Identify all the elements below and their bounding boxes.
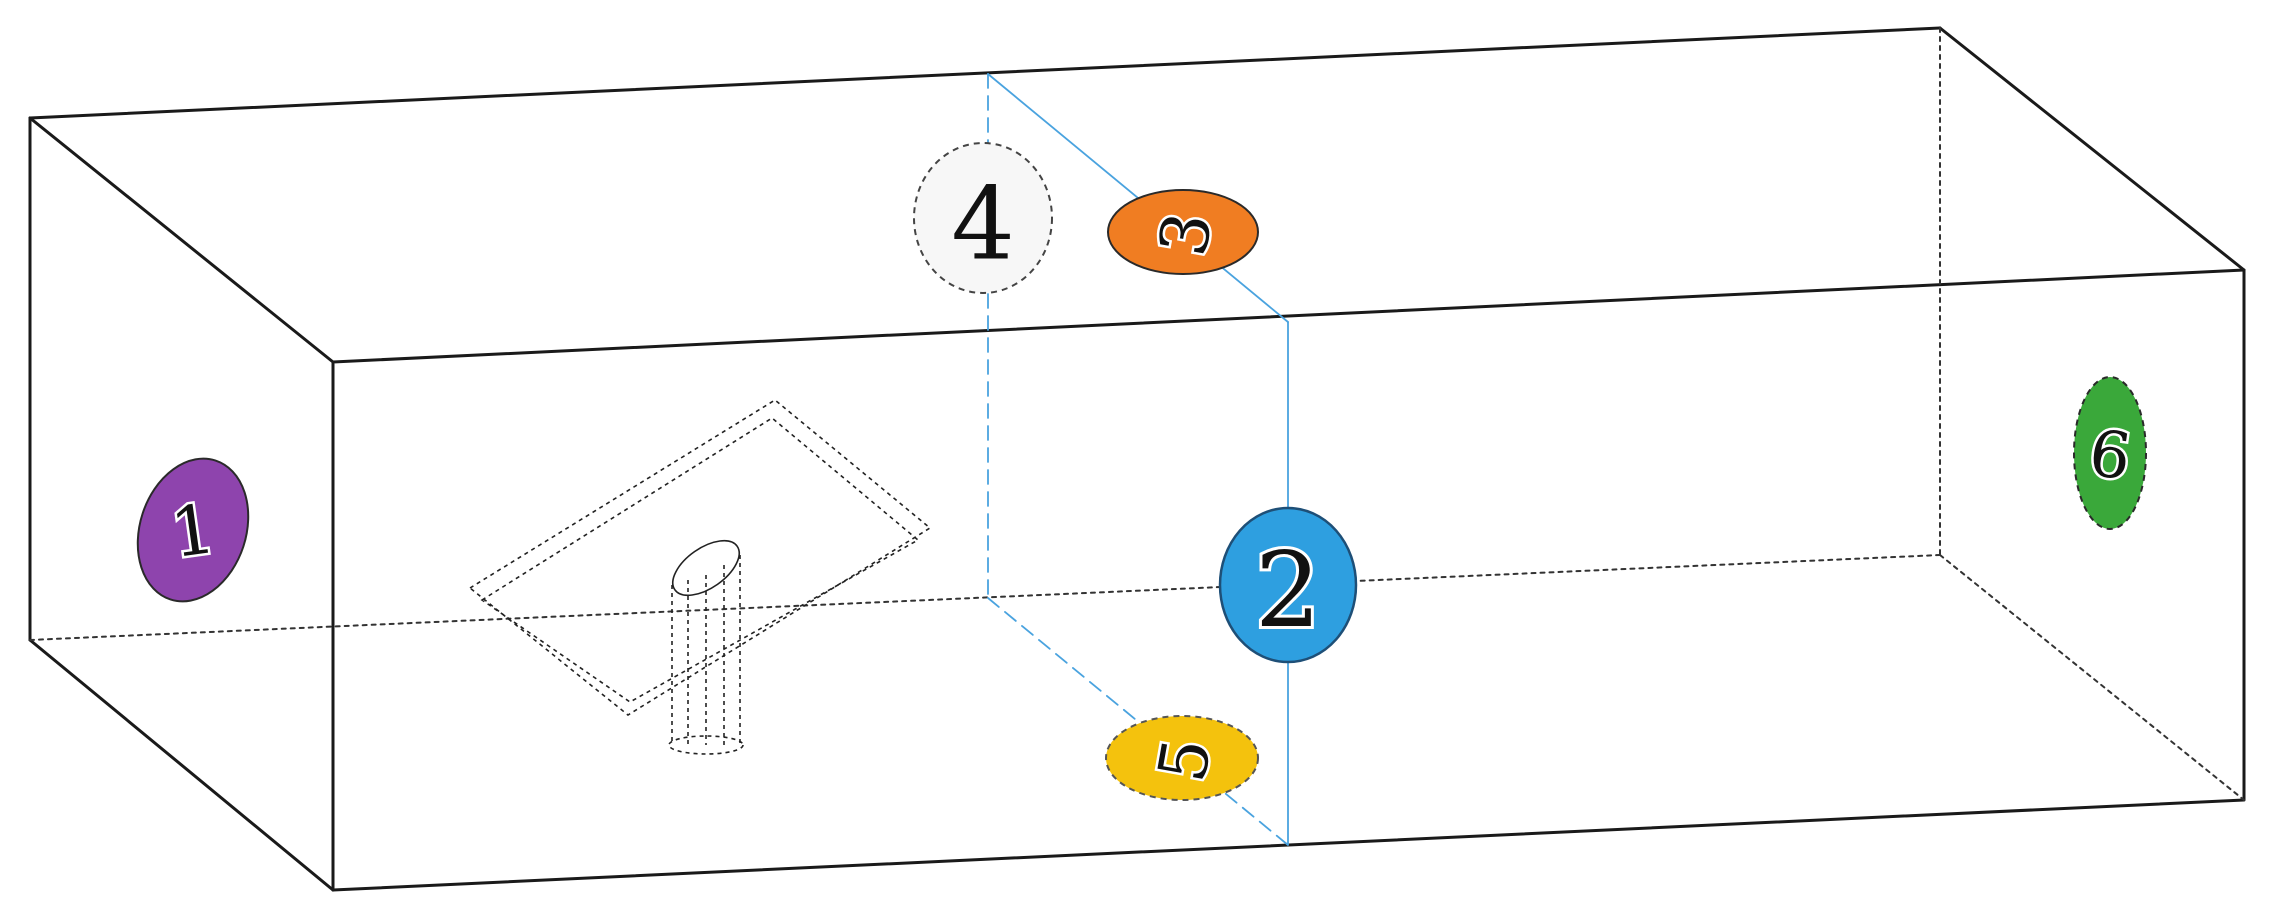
marker-2-label: 2 [1255, 529, 1321, 651]
marker-4-label: 4 [951, 166, 1015, 283]
marker-4: 4 [913, 142, 1053, 294]
top-back-edge [28, 26, 1942, 120]
post-bottom-ellipse [668, 735, 744, 755]
marker-5-disc [1105, 715, 1259, 801]
marker-1-disc [136, 457, 250, 603]
marker-3: 3 [1107, 189, 1259, 275]
top-left-edge [28, 116, 335, 364]
marker-5: 5 [1105, 715, 1259, 801]
marker-6-label: 6 [2085, 417, 2136, 496]
bottom-right-edge [1939, 554, 2245, 801]
marker-2-disc [1218, 506, 1358, 664]
marker-6: 6 [2073, 376, 2147, 530]
marker-3-disc [1107, 189, 1259, 275]
marker-4-disc [913, 142, 1053, 294]
top-right-edge [1938, 26, 2246, 272]
panel-inner-outline [480, 417, 920, 703]
marker-6-disc [2073, 376, 2147, 530]
hidden-panel-object [468, 399, 932, 755]
bottom-left-edge [28, 638, 335, 892]
post-top-ellipse [672, 539, 740, 597]
box-hidden-edges [29, 27, 2245, 801]
panel-outer-outline [468, 399, 932, 716]
marker-2: 2 [1218, 506, 1358, 664]
back-bottom-edge [29, 554, 1941, 641]
marker-1: 1 [136, 457, 250, 603]
markers: 1 2 3 4 5 6 [136, 142, 2147, 801]
